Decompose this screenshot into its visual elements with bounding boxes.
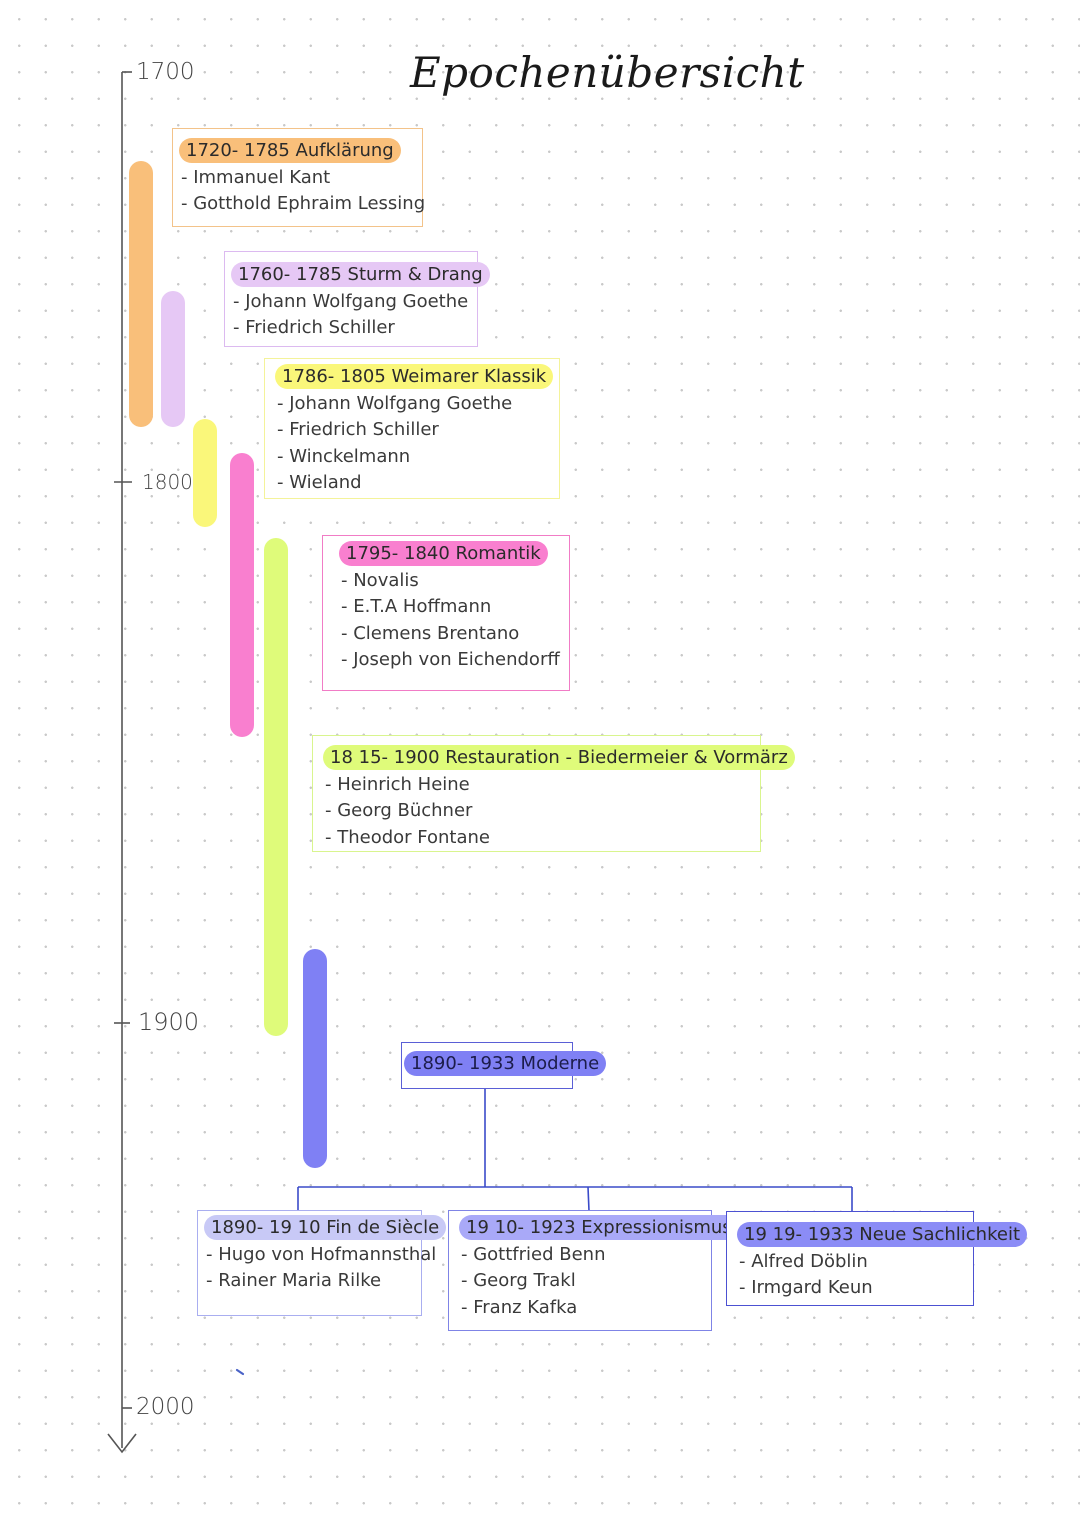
subepoch-box-neue-sachlichkeit: 19 19- 1933 Neue Sachlichkeit Alfred Döb… — [726, 1211, 1028, 1306]
bar-restauration — [264, 538, 288, 1036]
author-item: Georg Büchner — [325, 798, 752, 825]
author-item: Rainer Maria Rilke — [206, 1268, 413, 1295]
year-label-1800: 1800 — [140, 470, 195, 494]
author-item: Clemens Brentano — [341, 621, 561, 648]
subepoch-heading-neue-sachlichkeit: 19 19- 1933 Neue Sachlichkeit — [737, 1222, 1028, 1247]
author-list: Hugo von Hofmannsthal Rainer Maria Rilke — [206, 1242, 436, 1295]
epoch-box-aufklaerung: 1720- 1785 Aufklärung Immanuel Kant Gott… — [172, 128, 425, 227]
epoch-box-restauration: 18 15- 1900 Restauration - Biedermeier &… — [312, 735, 795, 852]
author-item: Heinrich Heine — [325, 772, 752, 799]
author-item: Theodor Fontane — [325, 825, 752, 852]
epoch-box-romantik: 1795- 1840 Romantik Novalis E.T.A Hoffma… — [322, 535, 570, 691]
author-list: Johann Wolfgang Goethe Friedrich Schille… — [277, 391, 551, 497]
year-label-1700: 1700 — [134, 59, 197, 85]
epoch-heading-sturm-drang: 1760- 1785 Sturm & Drang — [231, 262, 490, 287]
bar-moderne — [303, 949, 327, 1168]
epoch-heading-aufklaerung: 1720- 1785 Aufklärung — [179, 138, 401, 163]
author-list: Novalis E.T.A Hoffmann Clemens Brentano … — [341, 568, 561, 674]
year-label-2000: 2000 — [134, 1394, 197, 1420]
author-item: Joseph von Eichendorff — [341, 647, 561, 674]
author-item: Gotthold Ephraim Lessing — [181, 191, 425, 218]
author-item: Novalis — [341, 568, 561, 595]
year-label-1900: 1900 — [136, 1008, 202, 1036]
author-list: Heinrich Heine Georg Büchner Theodor Fon… — [325, 772, 752, 852]
subepoch-heading-expressionismus: 19 10- 1923 Expressionismus — [459, 1215, 739, 1240]
author-item: Gottfried Benn — [461, 1242, 703, 1269]
epoch-heading-romantik: 1795- 1840 Romantik — [339, 541, 548, 566]
epoch-heading-restauration: 18 15- 1900 Restauration - Biedermeier &… — [323, 745, 795, 770]
author-item: Immanuel Kant — [181, 165, 414, 192]
author-item: E.T.A Hoffmann — [341, 594, 561, 621]
author-list: Gottfried Benn Georg Trakl Franz Kafka — [461, 1242, 703, 1322]
author-item: Franz Kafka — [461, 1295, 703, 1322]
epoch-heading-klassik: 1786- 1805 Weimarer Klassik — [275, 364, 554, 389]
author-item: Friedrich Schiller — [233, 315, 469, 342]
bar-romantik — [230, 453, 254, 737]
subepoch-box-expressionismus: 19 10- 1923 Expressionismus Gottfried Be… — [448, 1210, 739, 1331]
author-item: Johann Wolfgang Goethe — [277, 391, 551, 418]
author-item: Alfred Döblin — [739, 1249, 965, 1276]
bar-sturm-drang — [161, 291, 185, 427]
axis-arrow-icon — [107, 1433, 137, 1454]
epoch-box-klassik: 1786- 1805 Weimarer Klassik Johann Wolfg… — [264, 358, 560, 499]
author-item: Wieland — [277, 470, 551, 497]
author-item: Hugo von Hofmannsthal — [206, 1242, 436, 1269]
epoch-box-sturm-drang: 1760- 1785 Sturm & Drang Johann Wolfgang… — [224, 251, 490, 347]
epoch-heading-moderne: 1890- 1933 Moderne — [404, 1051, 607, 1076]
author-list: Alfred Döblin Irmgard Keun — [739, 1249, 965, 1302]
subepoch-box-fin-de-siecle: 1890- 19 10 Fin de Siècle Hugo von Hofma… — [197, 1210, 447, 1316]
subepoch-heading-fin-de-siecle: 1890- 19 10 Fin de Siècle — [204, 1215, 447, 1240]
author-item: Friedrich Schiller — [277, 417, 551, 444]
bar-aufklaerung — [129, 161, 153, 427]
author-item: Winckelmann — [277, 444, 551, 471]
author-item: Irmgard Keun — [739, 1275, 965, 1302]
epoch-box-moderne: 1890- 1933 Moderne — [401, 1042, 607, 1089]
author-item: Georg Trakl — [461, 1268, 703, 1295]
author-list: Immanuel Kant Gotthold Ephraim Lessing — [181, 165, 425, 218]
author-list: Johann Wolfgang Goethe Friedrich Schille… — [233, 289, 469, 342]
bar-klassik — [193, 419, 217, 527]
author-item: Johann Wolfgang Goethe — [233, 289, 469, 316]
